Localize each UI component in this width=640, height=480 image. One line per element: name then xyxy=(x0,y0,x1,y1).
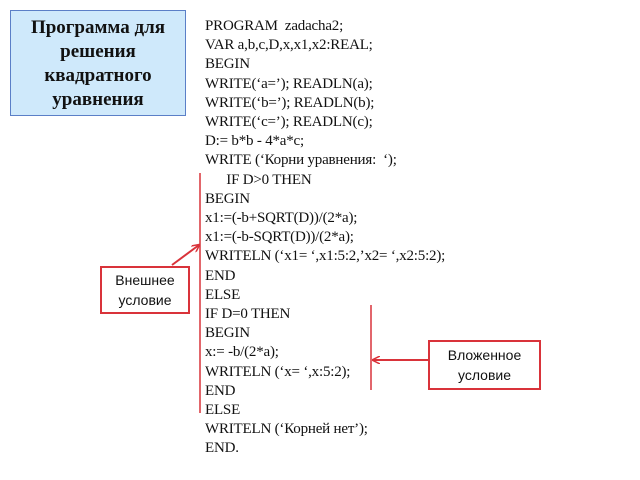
code-line: WRITE(‘b=’); READLN(b); xyxy=(205,94,375,111)
code-line: x:= -b/(2*a); xyxy=(205,344,279,361)
nested-condition-label: Вложенное условие xyxy=(428,340,541,390)
code-line: IF D=0 THEN xyxy=(205,306,291,323)
code-line: BEGIN xyxy=(205,56,250,73)
code-line: WRITELN (‘Корней нет’); xyxy=(205,421,368,438)
outer-condition-text: Внешнее условие xyxy=(115,272,175,308)
code-line: END. xyxy=(205,440,239,457)
code-line: WRITELN (‘x1= ‘,x1:5:2,’x2= ‘,x2:5:2); xyxy=(205,248,446,265)
slide-title-text: Программа для решения квадратного уравне… xyxy=(30,17,166,110)
code-line: D:= b*b - 4*a*c; xyxy=(205,133,304,150)
code-listing: PROGRAM zadacha2; VAR a,b,c,D,x,x1,x2:RE… xyxy=(205,17,445,459)
code-line: x1:=(-b+SQRT(D))/(2*a); xyxy=(205,210,358,227)
code-line: END xyxy=(205,267,236,284)
code-line: BEGIN xyxy=(205,190,250,207)
code-line: ELSE xyxy=(205,402,241,419)
slide-title: Программа для решения квадратного уравне… xyxy=(10,10,186,116)
code-line: PROGRAM zadacha2; xyxy=(205,18,344,34)
code-line: VAR a,b,c,D,x,x1,x2:REAL; xyxy=(205,37,373,54)
code-line: WRITE (‘Корни уравнения: ‘); xyxy=(205,152,397,169)
nested-condition-text: Вложенное условие xyxy=(447,347,522,383)
code-line: END xyxy=(205,382,236,399)
outer-arrow xyxy=(171,245,199,266)
code-line: WRITELN (‘x= ‘,x:5:2); xyxy=(205,363,351,380)
code-line: IF D>0 THEN xyxy=(205,171,312,188)
code-line: x1:=(-b-SQRT(D))/(2*a); xyxy=(205,229,354,246)
code-line: WRITE(‘a=’); READLN(a); xyxy=(205,75,373,92)
code-line: ELSE xyxy=(205,286,241,303)
code-line: WRITE(‘c=’); READLN(c); xyxy=(205,114,373,131)
outer-condition-label: Внешнее условие xyxy=(100,266,190,314)
code-line: BEGIN xyxy=(205,325,250,342)
